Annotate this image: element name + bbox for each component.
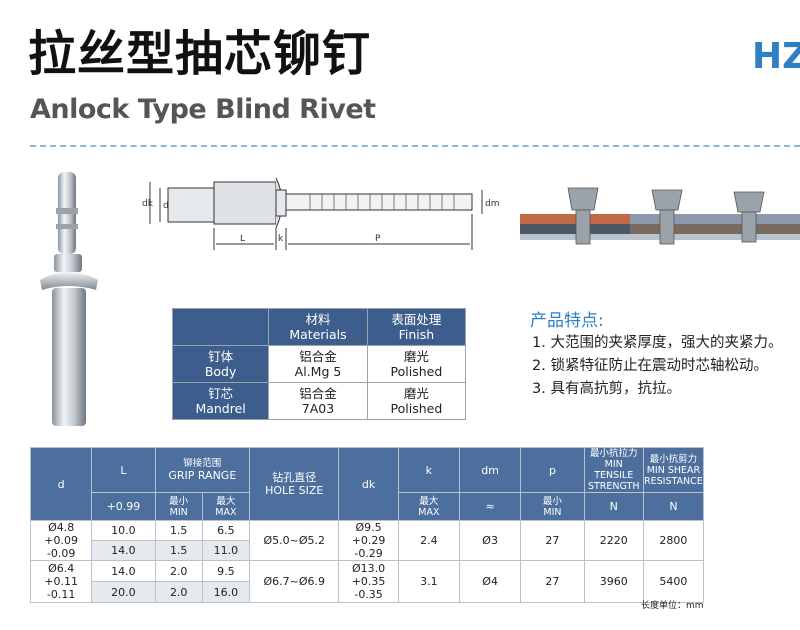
cell-grip-min: 1.5 [154,540,203,561]
hole-cn: 钻孔直径 [272,471,317,484]
col-l: L [91,447,156,493]
grip-max-header: 最大 MAX [201,492,251,521]
row-name-en: Mandrel [195,401,246,416]
dim-dk: dk [142,199,154,209]
table-row: Ø6.4 +0.11 -0.11 14.0 2.0 9.5 Ø6.7~Ø6.9 … [29,560,705,603]
cell-shear: 5400 [642,560,705,603]
materials-corner [171,308,270,346]
divider [30,145,800,147]
spec-table: d L 铆接范围 GRIP RANGE 钻孔直径 HOLE SIZE dk k … [29,447,705,603]
cell-grip-max: 9.5 [201,560,251,582]
header-finish-en: Finish [398,327,435,342]
materials-cell: 铝合金 Al.Mg 5 [268,345,368,383]
materials-row-body: 钉体 Body [171,345,270,383]
finish-en: Polished [390,364,443,379]
features-title: 产品特点: [530,311,604,331]
materials-header-material: 材料 Materials [268,308,368,346]
page-title: 拉丝型抽芯铆钉 [28,26,372,82]
cell-tensile: 2220 [583,520,644,561]
page-subtitle: Anlock Type Blind Rivet [30,94,376,125]
cell-grip-max: 11.0 [201,540,251,561]
row-name-cn: 钉芯 [208,386,234,401]
grip-en: GRIP RANGE [168,469,237,482]
materials-cell: 磨光 Polished [366,345,467,383]
col-shear: 最小抗剪力 MIN SHEAR RESISTANCE [642,447,705,493]
cell-grip-min: 1.5 [154,520,203,541]
grip-min-header: 最小 MIN [154,492,203,521]
tensile-unit: N [583,492,644,521]
dim-dm: dm [485,199,499,209]
unit-note: 长度单位：mm [641,601,704,611]
cell-shear: 2800 [642,520,705,561]
table-row: Ø4.8 +0.09 -0.09 10.0 1.5 6.5 Ø5.0~Ø5.2 … [29,520,705,561]
cell-l: 14.0 [91,540,156,561]
material-cn: 铝合金 [299,386,337,401]
col-k: k [397,447,461,493]
cell-l: 10.0 [91,520,156,541]
cell-k: 2.4 [397,520,461,561]
cell-tensile: 3960 [583,560,644,603]
finish-en: Polished [390,401,443,416]
cell-p: 27 [520,560,585,603]
col-tensile: 最小抗拉力 MIN TENSILE STRENGTH [583,447,644,493]
col-p: p [520,447,585,493]
rivet-photo [40,172,98,426]
col-dm: dm [458,447,522,493]
col-dk: dk [338,447,399,521]
table-row: 14.0 1.5 11.0 [31,540,704,561]
material-en: Al.Mg 5 [294,364,342,379]
dm-approx-header: ≈ [458,492,522,521]
cell-d: Ø4.8 +0.09 -0.09 [29,520,93,561]
material-en: 7A03 [301,401,335,416]
cell-l: 14.0 [91,560,156,582]
feature-item: 2. 锁紧特征防止在震动时芯轴松动。 [532,358,768,374]
cell-dk: Ø9.5 +0.29 -0.29 [338,520,399,561]
cell-hole: Ø5.0~Ø5.2 [249,520,340,561]
shear-unit: N [642,492,705,521]
header-finish-cn: 表面处理 [391,312,442,327]
row-name-cn: 钉体 [208,349,234,364]
cell-grip-max: 16.0 [201,581,251,603]
cell-hole: Ø6.7~Ø6.9 [249,560,340,603]
cell-grip-min: 2.0 [154,560,203,582]
feature-item: 3. 具有高抗剪，抗拉。 [532,381,681,397]
hole-en: HOLE SIZE [265,484,324,497]
dim-l: L [240,234,245,244]
product-code: HZ [752,36,800,77]
dim-k: k [278,234,284,244]
cell-l: 20.0 [91,581,156,603]
table-row: 20.0 2.0 16.0 [31,581,704,603]
cell-p: 27 [520,520,585,561]
col-grip: 铆接范围 GRIP RANGE [154,447,251,493]
materials-header-finish: 表面处理 Finish [366,308,467,346]
grip-cn: 铆接范围 [183,458,222,469]
cell-dm: Ø3 [458,520,522,561]
cell-k: 3.1 [397,560,461,603]
cell-dm: Ø4 [458,560,522,603]
cell-dk: Ø13.0 +0.35 -0.35 [338,560,399,603]
finish-cn: 磨光 [403,349,429,364]
header-material-cn: 材料 [305,312,331,327]
header-material-en: Materials [289,327,347,342]
cell-grip-min: 2.0 [154,581,203,603]
rivet-drawing: dk d L k P dm [142,177,499,250]
dim-d: d [163,201,169,211]
material-cn: 铝合金 [299,349,337,364]
col-hole: 钻孔直径 HOLE SIZE [249,447,340,521]
dim-p: P [375,234,381,244]
row-name-en: Body [204,364,237,379]
cell-grip-max: 6.5 [201,520,251,541]
k-max-header: 最大 MAX [397,492,461,521]
materials-table: 材料 Materials 表面处理 Finish 钉体 Body 铝合金 Al.… [171,308,467,420]
installation-illustration [520,187,800,245]
materials-row-mandrel: 钉芯 Mandrel [171,382,270,420]
l-tolerance: +0.99 [91,492,156,521]
col-d: d [29,447,93,521]
p-min-header: 最小 MIN [520,492,585,521]
finish-cn: 磨光 [403,386,429,401]
materials-cell: 铝合金 7A03 [268,382,368,420]
cell-d: Ø6.4 +0.11 -0.11 [29,560,93,603]
materials-cell: 磨光 Polished [366,382,467,420]
feature-item: 1. 大范围的夹紧厚度，强大的夹紧力。 [532,335,783,351]
